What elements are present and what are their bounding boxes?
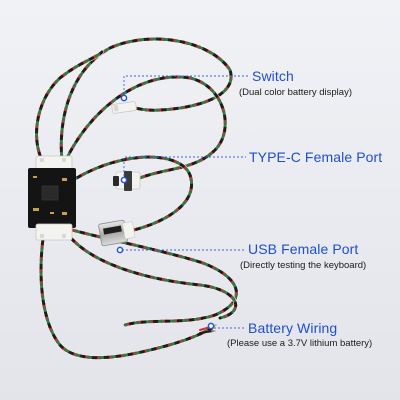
leader-dots (116, 94, 215, 330)
cable-right-loop (69, 227, 239, 328)
dot-battery (207, 322, 215, 330)
switch-connector (111, 101, 137, 114)
leader-switch (123, 75, 250, 98)
cable-usb (67, 154, 194, 235)
pcb-module (28, 155, 76, 241)
leader-typec (123, 156, 246, 180)
cable-switch (59, 36, 234, 163)
dot-switch (120, 94, 128, 102)
dot-usb (116, 246, 124, 254)
cable-left-loop (34, 49, 105, 167)
dot-typec (120, 176, 128, 184)
usb-connector (98, 219, 136, 247)
typec-connector (113, 171, 141, 191)
cable-battery (38, 229, 215, 360)
cable-lower-loop (63, 229, 238, 321)
